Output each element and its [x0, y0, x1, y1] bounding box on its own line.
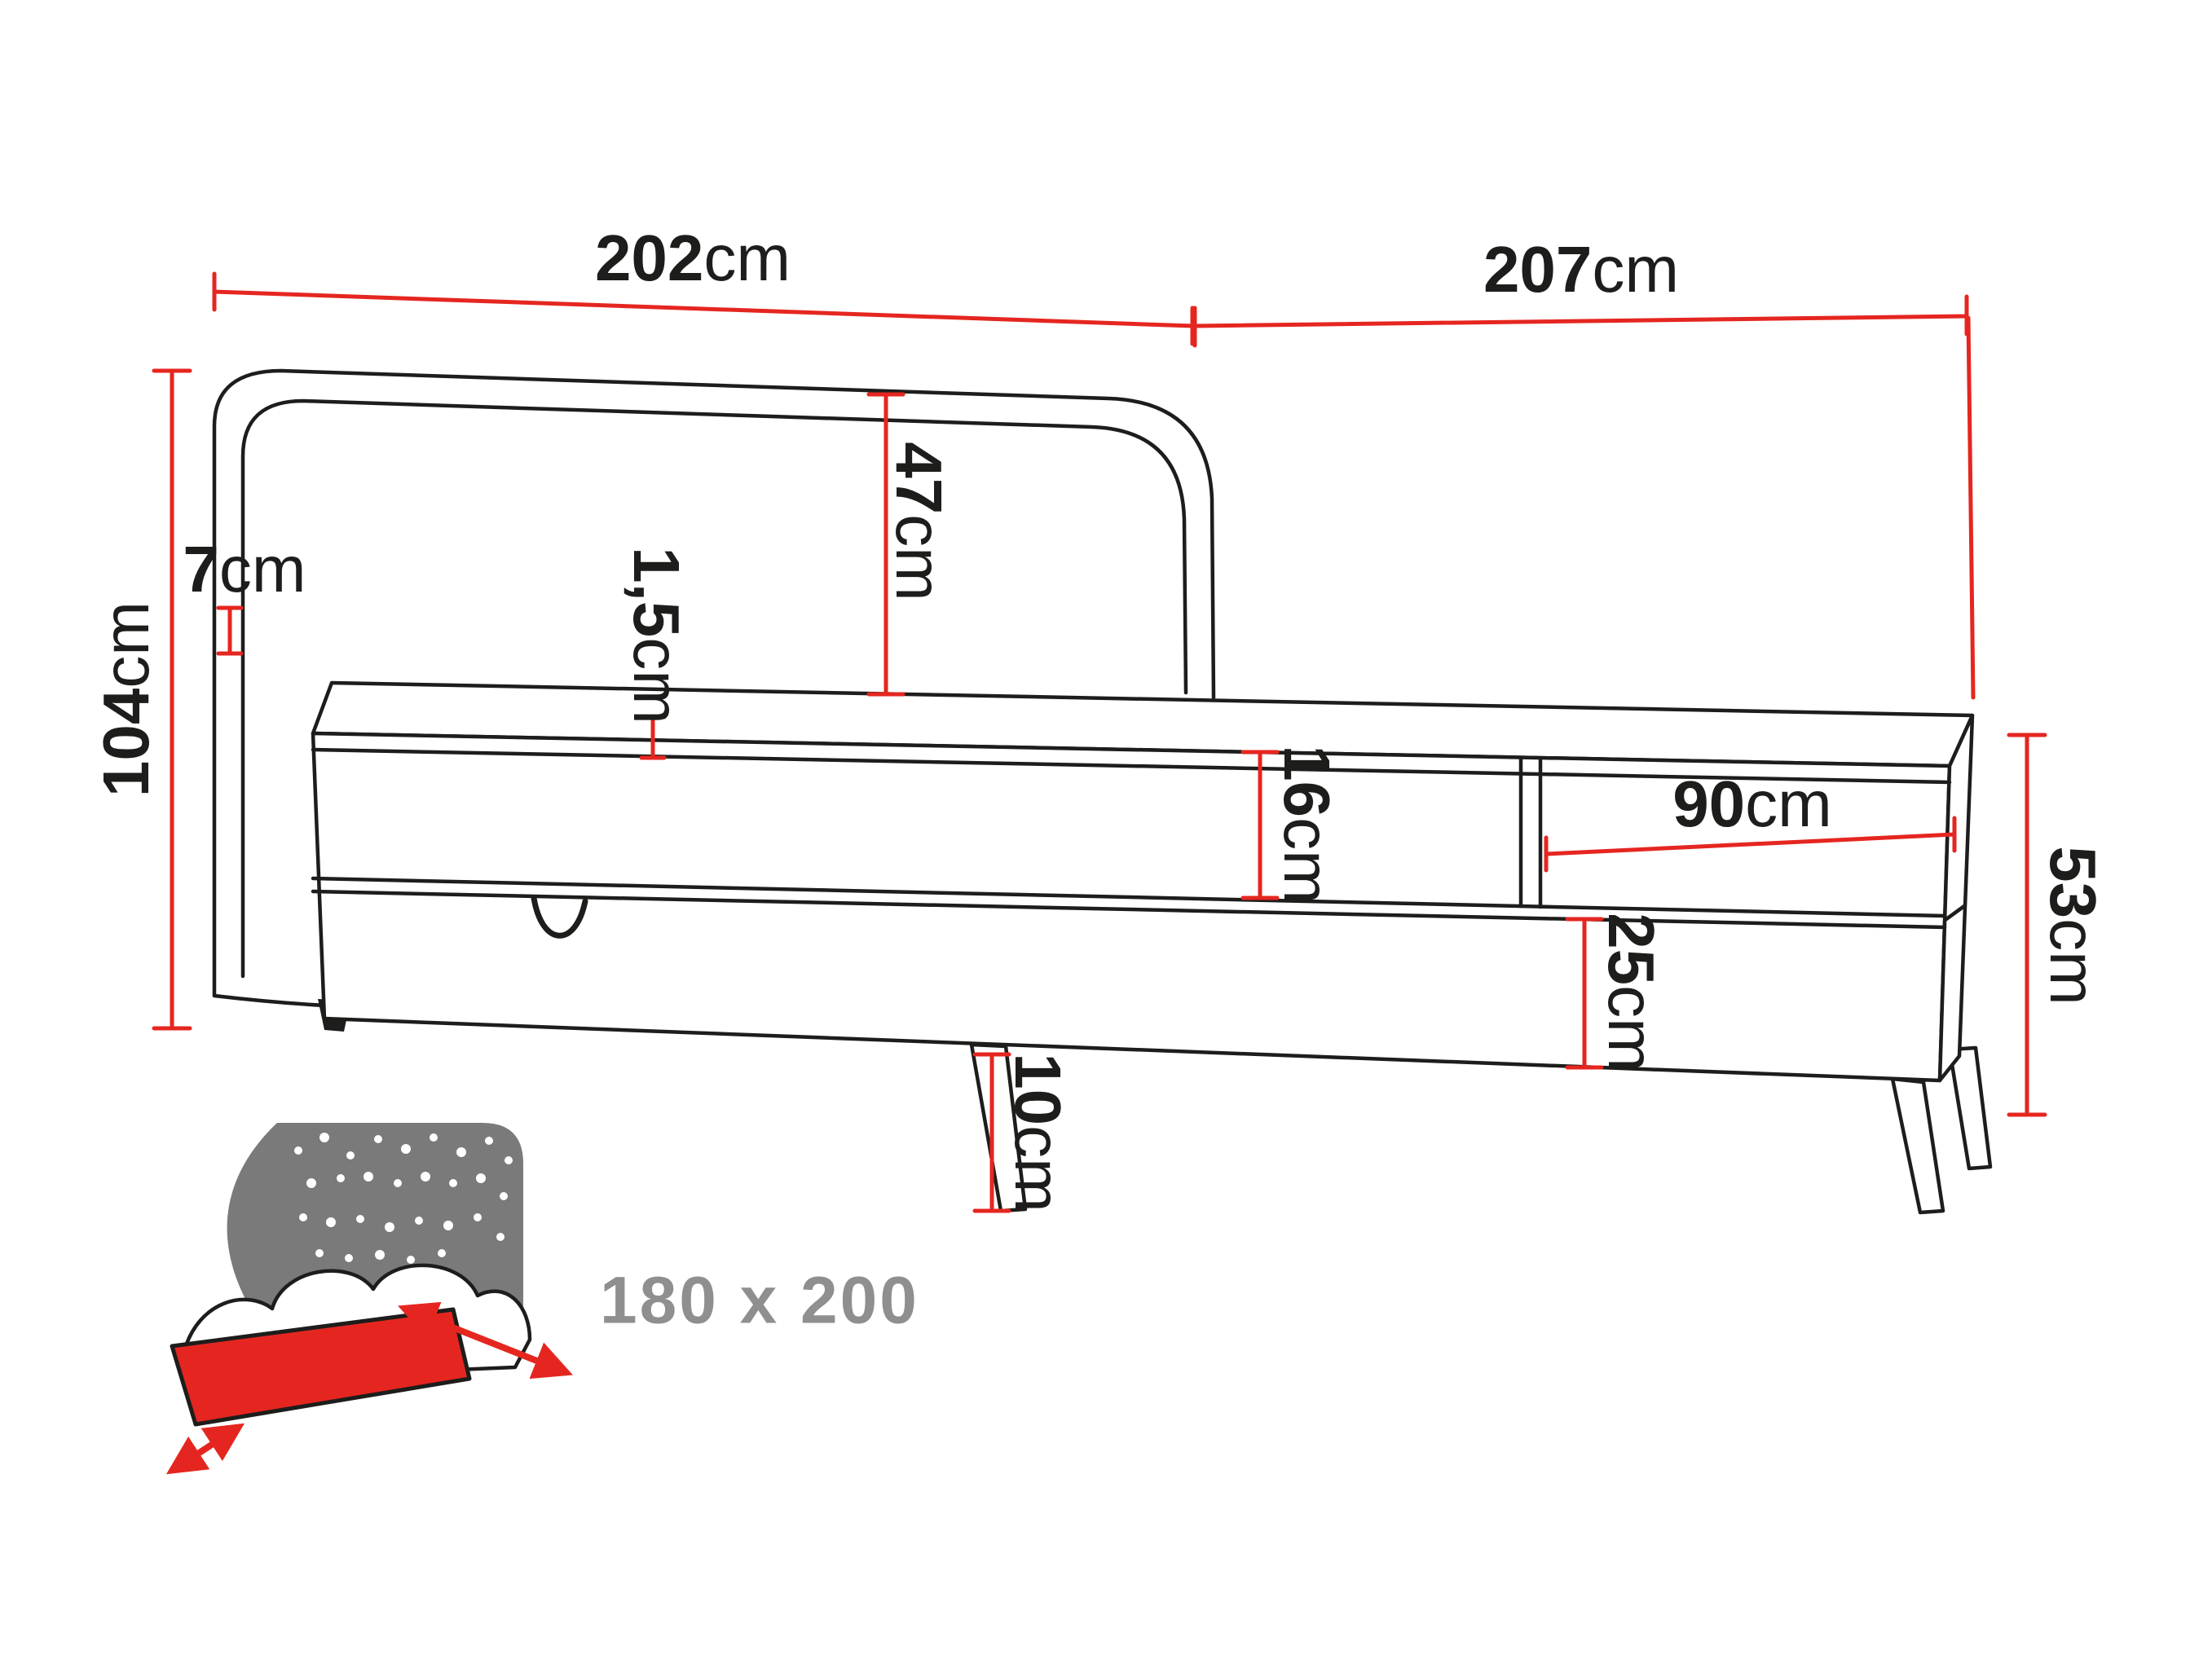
bed-size-icon: 180 x 200	[165, 1123, 919, 1475]
dimension-label: 53cm	[2038, 846, 2110, 1006]
star-dot	[496, 1233, 505, 1241]
dimension-frame-border: 7cm	[183, 533, 306, 656]
headboard	[212, 368, 1216, 1032]
dimension-line	[1565, 917, 1604, 1070]
dimension-line	[639, 715, 667, 760]
star-dot	[294, 1146, 302, 1155]
star-dot	[319, 1133, 329, 1142]
star-dot	[337, 1174, 345, 1182]
dimension-label: 10cm	[1002, 1053, 1075, 1212]
dimension-label: 90cm	[1672, 768, 1832, 840]
icon-crescent-cut	[191, 1123, 277, 1336]
bed-end-face	[1937, 713, 1975, 1083]
dimension-label: 104cm	[90, 601, 162, 797]
dimension-label: 16cm	[1271, 745, 1344, 904]
dimension-headboard-height: 104cm	[90, 368, 192, 1031]
star-dot	[407, 1256, 415, 1264]
mattress-bottom-seam	[311, 876, 1947, 918]
dimension-label: 1,5cm	[621, 547, 694, 724]
end-face-seam	[1944, 904, 1967, 922]
dimension-leg-height: 10cm	[972, 1052, 1075, 1213]
storage-handle	[531, 895, 588, 939]
dimension-line	[972, 1052, 1011, 1213]
headboard-inner-contour	[240, 398, 1188, 979]
star-dot	[364, 1172, 373, 1182]
bed-leg-front-right	[1890, 1076, 1945, 1215]
dimension-line	[1240, 750, 1280, 900]
star-dot	[345, 1254, 353, 1262]
dimension-line	[2007, 733, 2047, 1117]
star-dot	[485, 1137, 493, 1145]
dimension-label: 207cm	[1483, 233, 1679, 306]
dimension-line	[152, 368, 192, 1031]
bed-leg-far-right	[1947, 1045, 1993, 1171]
star-dot	[415, 1217, 423, 1225]
star-dot	[375, 1250, 385, 1260]
star-dot	[306, 1178, 316, 1188]
dimension-label: 25cm	[1596, 913, 1668, 1072]
star-dot	[474, 1213, 482, 1221]
star-dot	[505, 1156, 513, 1164]
star-dot	[476, 1173, 486, 1183]
dimension-label: 47cm	[883, 442, 956, 601]
mattress-piping-line	[311, 747, 1952, 785]
dimension-label: 202cm	[595, 222, 791, 294]
star-dot	[374, 1135, 382, 1143]
star-dot	[299, 1213, 307, 1221]
mattress-split-gap	[1518, 755, 1543, 909]
star-dot	[394, 1179, 402, 1187]
dimension-bed-length: 207cm	[1192, 233, 1976, 700]
dimension-topper: 1,5cm	[621, 547, 694, 760]
length-arrow-icon	[398, 1301, 573, 1380]
star-dot	[421, 1172, 430, 1182]
dimension-headboard-panel: 47cm	[866, 392, 956, 697]
star-dot	[356, 1215, 364, 1223]
dimension-line	[866, 392, 906, 697]
star-dot	[401, 1144, 411, 1154]
dimension-headboard-width: 202cm	[212, 222, 1195, 346]
dimension-line	[212, 271, 1195, 346]
dimension-line	[1544, 816, 1957, 873]
star-dot	[438, 1249, 446, 1257]
star-dot	[385, 1222, 394, 1232]
dimension-mattress-height: 16cm	[1240, 745, 1344, 904]
star-dot	[456, 1147, 466, 1157]
box-top-seam	[311, 889, 1947, 930]
icon-stars	[294, 1133, 513, 1264]
dimension-line	[1192, 294, 1976, 700]
dimensions: 202cm 207cm 104cm 7cm 47cm 1,5cm 16cm	[90, 222, 2110, 1213]
headboard-outer-contour	[212, 368, 1216, 1008]
dimension-storage-height: 25cm	[1565, 913, 1668, 1072]
star-dot	[315, 1249, 324, 1257]
dimension-line	[216, 605, 244, 656]
dimension-label: 7cm	[183, 533, 306, 605]
bed-size-text: 180 x 200	[600, 1264, 919, 1338]
star-dot	[500, 1192, 508, 1200]
width-arrow-icon	[165, 1423, 245, 1475]
star-dot	[443, 1221, 453, 1230]
dimension-foot-section-width: 90cm	[1544, 768, 1957, 873]
star-dot	[449, 1179, 457, 1187]
dimension-base-height: 53cm	[2007, 733, 2110, 1117]
star-dot	[326, 1217, 336, 1227]
bed-drawing	[212, 368, 1993, 1215]
mattress-and-box	[311, 680, 1975, 1083]
star-dot	[346, 1151, 355, 1160]
headboard-fill	[214, 371, 1214, 1004]
star-dot	[430, 1133, 438, 1142]
